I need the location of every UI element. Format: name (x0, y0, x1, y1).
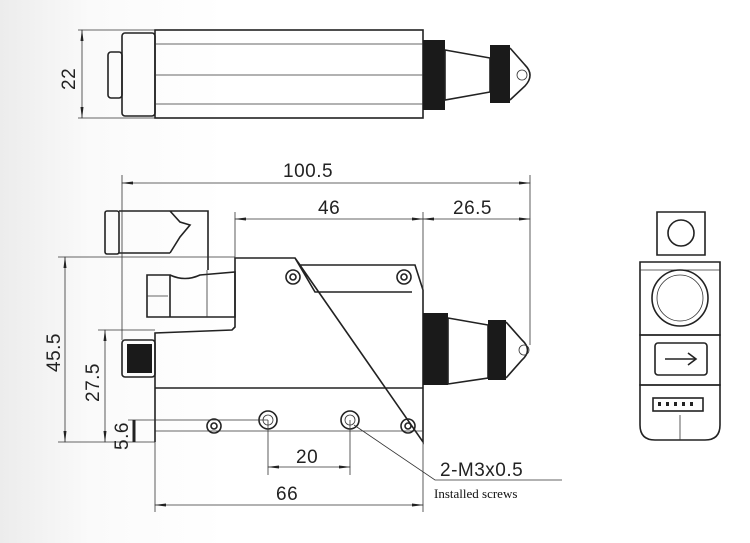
dim-overall-height: 45.5 (44, 333, 65, 372)
dim-overall-length: 100.5 (283, 161, 333, 182)
front-view (104, 210, 530, 445)
callout-thread: 2-M3x0.5 (440, 460, 523, 481)
dim-top-height: 22 (59, 68, 80, 90)
screw-holes (206, 269, 416, 434)
dim-body-top-length: 46 (318, 198, 340, 219)
callout-note: Installed screws (434, 486, 517, 501)
dim-hole-height: 5.6 (112, 422, 133, 450)
top-view (78, 29, 531, 119)
dimension-lines (58, 175, 562, 512)
dim-base-length: 66 (276, 484, 298, 505)
dim-hole-pitch: 20 (296, 447, 318, 468)
side-view (639, 211, 721, 441)
dim-nozzle-length: 26.5 (453, 198, 492, 219)
dim-body-height: 27.5 (83, 363, 104, 402)
